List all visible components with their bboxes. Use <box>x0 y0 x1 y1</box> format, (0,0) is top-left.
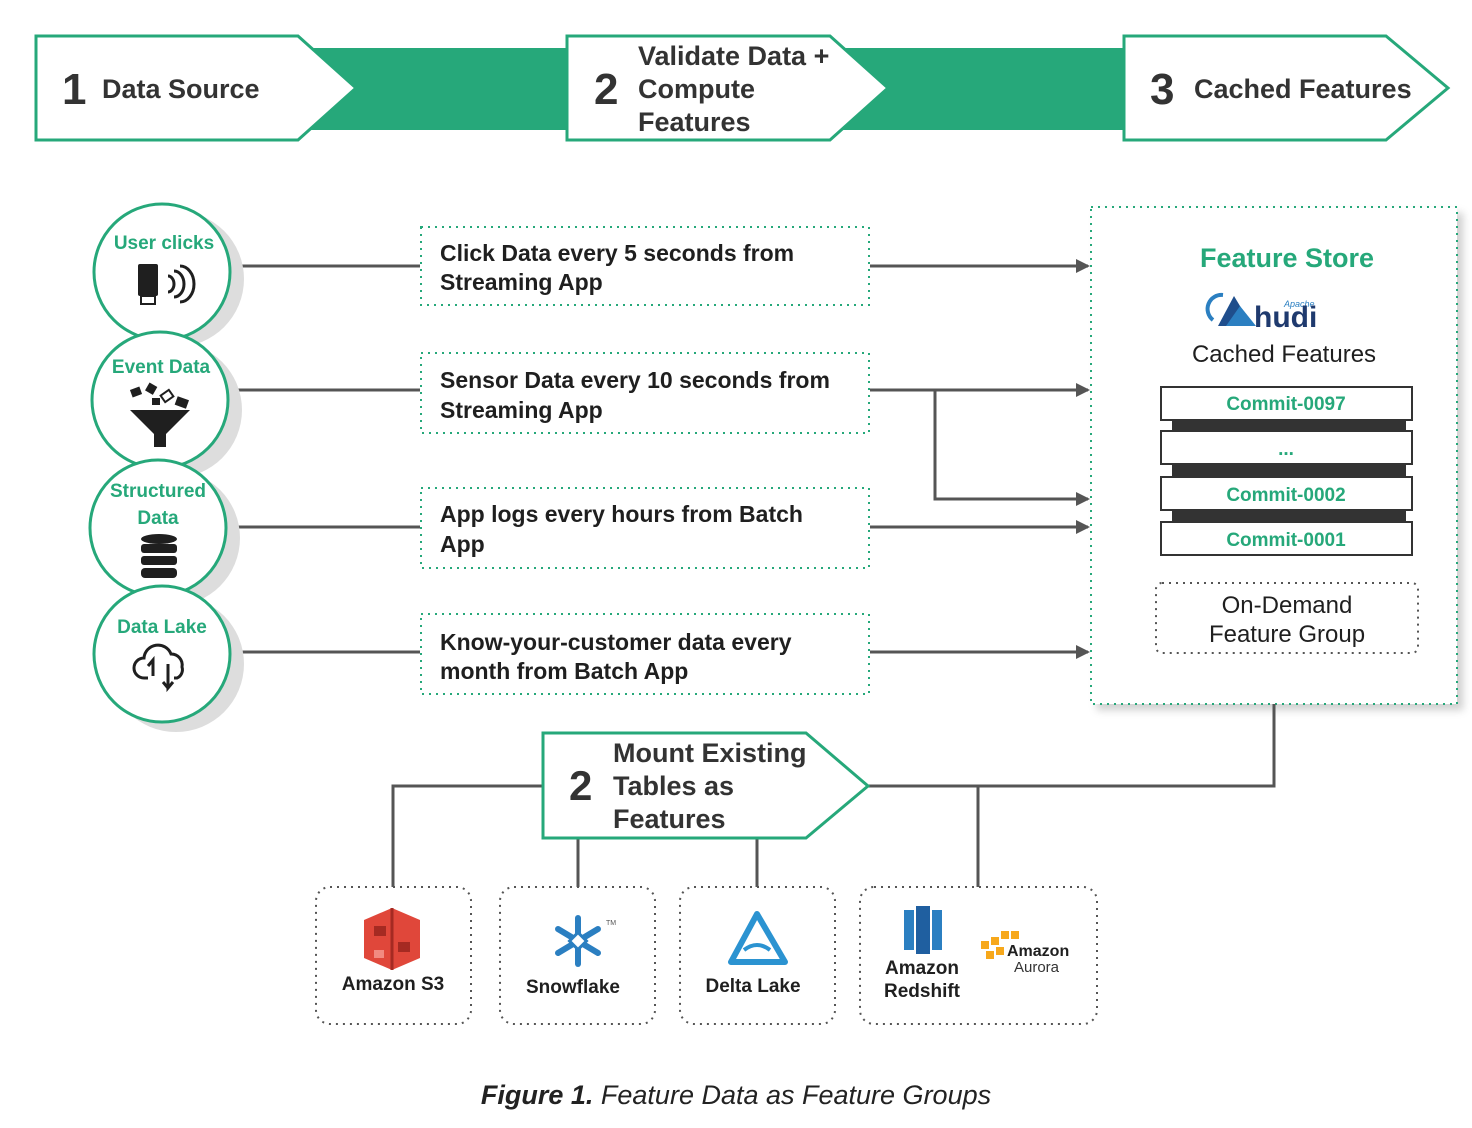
stage-2-label-line-2: Compute <box>638 74 755 104</box>
store-name: Snowflake <box>526 977 620 998</box>
redshift-icon <box>904 906 942 954</box>
source-label: Event Data <box>112 357 211 378</box>
hudi-logo: Apache hudi <box>1205 292 1317 334</box>
stage-2: 2 Validate Data + Compute Features <box>565 34 891 142</box>
source-label: Data Lake <box>117 617 207 638</box>
stage-3-label: Cached Features <box>1194 74 1412 104</box>
commit-label: ... <box>1278 439 1294 460</box>
feed-text-line-2: Streaming App <box>440 269 603 295</box>
usb-wireless-icon <box>138 264 196 305</box>
store-name: Amazon S3 <box>342 974 444 995</box>
database-icon <box>141 534 177 578</box>
figure-caption: Figure 1. Feature Data as Feature Groups <box>0 1080 1472 1111</box>
caption-bold: Figure 1. <box>480 1080 594 1110</box>
cloud-sync-icon <box>132 643 184 693</box>
mount-label-line-2: Tables as <box>613 771 734 801</box>
store-snowflake: TM Snowflake <box>499 886 656 1025</box>
commit-row: Commit-0097 <box>1160 386 1413 421</box>
mount-connectors <box>391 704 1276 888</box>
stage-2-number: 2 <box>594 65 618 114</box>
feed-text-line-1: Know-your-customer data every <box>440 629 792 655</box>
source-label-line-2: Data <box>137 508 179 529</box>
commit-row: Commit-0002 <box>1160 476 1413 511</box>
feed-app-logs: App logs every hours from Batch App <box>420 487 870 569</box>
commit-row: Commit-0001 <box>1160 521 1413 556</box>
amazon-s3-icon <box>364 908 420 970</box>
on-demand-feature-group: On-Demand Feature Group <box>1155 582 1419 654</box>
source-structured-data: Structured Data <box>88 458 240 606</box>
feature-store-panel: Feature Store Apache hudi Cached Feature… <box>1090 206 1458 705</box>
source-user-clicks: User clicks <box>92 202 244 347</box>
store-name-line-1: Amazon <box>885 958 959 979</box>
stage-1-label: Data Source <box>102 74 260 104</box>
store-name-line-2: Redshift <box>884 981 961 1002</box>
stage-1-number: 1 <box>62 65 86 114</box>
mount-tables-banner: 2 Mount Existing Tables as Features <box>541 731 871 840</box>
hudi-logo-small: Apache <box>1283 299 1315 309</box>
aurora-name-line-1: Amazon <box>1007 943 1069 960</box>
aurora-name-line-2: Aurora <box>1014 959 1060 976</box>
feed-text-line-2: Streaming App <box>440 397 603 423</box>
feed-text-line-1: App logs every hours from Batch <box>440 501 803 527</box>
store-name: Delta Lake <box>705 976 800 997</box>
on-demand-label-line-1: On-Demand <box>1222 592 1353 619</box>
feed-text-line-2: month from Batch App <box>440 658 688 684</box>
stage-3: 3 Cached Features <box>1122 34 1451 142</box>
pipeline-banner: 1 Data Source 2 Validate Data + Compute … <box>34 34 1451 142</box>
connector-line <box>391 784 543 888</box>
connector-arrow-branch <box>933 390 1090 506</box>
feed-text-line-2: App <box>440 531 485 557</box>
feed-text-line-1: Click Data every 5 seconds from <box>440 240 794 266</box>
source-label-line-1: Structured <box>110 481 206 502</box>
store-redshift-aurora: Amazon Redshift Amazon Aurora <box>859 886 1098 1025</box>
store-delta-lake: Delta Lake <box>679 886 836 1025</box>
trademark-mark: TM <box>606 920 616 927</box>
store-amazon-s3: Amazon S3 <box>315 886 472 1025</box>
stage-1: 1 Data Source <box>34 34 359 142</box>
feed-click-data: Click Data every 5 seconds from Streamin… <box>420 226 870 306</box>
commit-label: Commit-0002 <box>1226 485 1345 506</box>
caption-text: Feature Data as Feature Groups <box>593 1080 992 1110</box>
connector-line <box>868 704 1276 788</box>
source-event-data: Event Data <box>90 330 242 478</box>
feature-store-title: Feature Store <box>1200 243 1374 273</box>
mount-label-line-1: Mount Existing <box>613 738 806 768</box>
funnel-icon <box>129 382 190 447</box>
source-data-lake: Data Lake <box>92 584 244 732</box>
commit-label: Commit-0001 <box>1226 530 1346 551</box>
source-label: User clicks <box>114 233 214 254</box>
feed-kyc-data: Know-your-customer data every month from… <box>420 613 870 695</box>
stage-3-number: 3 <box>1150 65 1174 114</box>
flow-connectors <box>226 259 1090 659</box>
cached-features-label: Cached Features <box>1192 341 1376 368</box>
delta-lake-icon <box>728 911 788 965</box>
commit-row: ... <box>1160 430 1413 465</box>
snowflake-icon <box>555 915 601 967</box>
stage-2-label-line-3: Features <box>638 107 751 137</box>
mount-number: 2 <box>569 762 592 809</box>
stage-2-label-line-1: Validate Data + <box>638 41 829 71</box>
mount-label-line-3: Features <box>613 804 726 834</box>
commit-stack: Commit-0097 ... Commit-0002 Commit-0001 <box>1160 386 1413 556</box>
commit-label: Commit-0097 <box>1226 394 1345 415</box>
feed-sensor-data: Sensor Data every 10 seconds from Stream… <box>420 352 870 434</box>
feed-text-line-1: Sensor Data every 10 seconds from <box>440 367 830 393</box>
aurora-icon <box>981 931 1019 959</box>
on-demand-label-line-2: Feature Group <box>1209 621 1365 648</box>
hudi-logo-wordmark: hudi <box>1254 301 1317 334</box>
